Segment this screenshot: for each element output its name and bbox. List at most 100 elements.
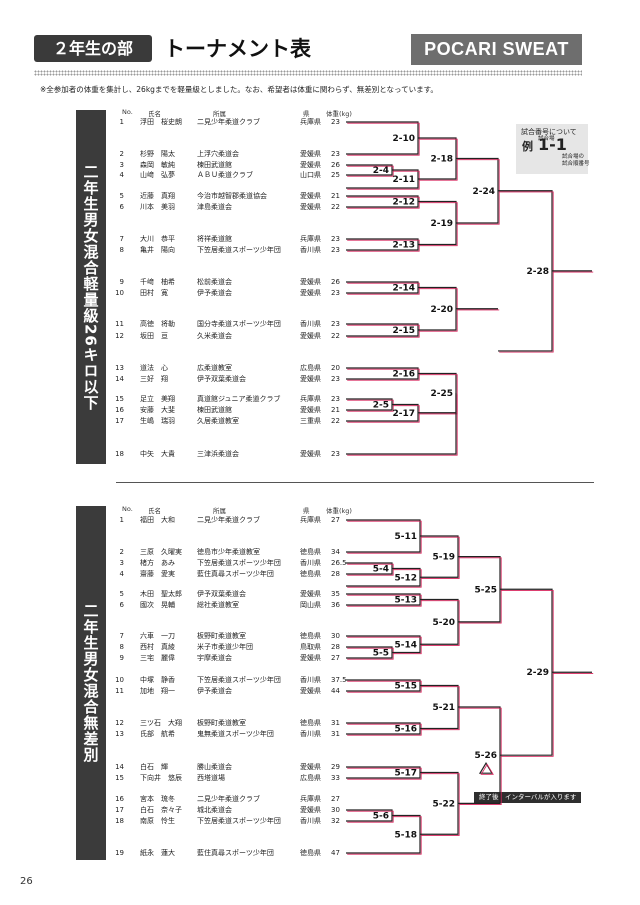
entry-no: 5 [119, 590, 124, 598]
legend-example-number: 1-1 [538, 135, 567, 154]
entry-weight: 21 [331, 406, 340, 414]
entry-pref: 広島県 [300, 774, 321, 782]
match-number: 5-20 [432, 618, 455, 628]
entry-weight: 27 [331, 795, 340, 803]
entry-weight: 20 [331, 364, 340, 372]
entry-name: 森岡 敏純 [140, 161, 175, 169]
entry-no: 14 [115, 763, 124, 771]
dotted-divider [34, 70, 582, 76]
entry-no: 15 [115, 774, 124, 782]
legend-example-label: 例 [522, 140, 533, 153]
bracket-title-open: 二年生男女混合無差別 [76, 506, 106, 860]
entry-no: 17 [115, 417, 124, 425]
entry-no: 17 [115, 806, 124, 814]
entry-name: 田村 寛 [140, 289, 168, 297]
entry-weight: 23 [331, 450, 340, 458]
entry-pref: 愛媛県 [300, 203, 321, 211]
interval-callout: 終了後 インターバルが入ります [474, 792, 582, 803]
entry-name: 近藤 真翔 [140, 192, 175, 200]
match-number: 2-29 [526, 668, 549, 678]
entry-no: 7 [119, 235, 124, 243]
entry-pref: 愛媛県 [300, 150, 321, 158]
entry-name: 坂田 亘 [140, 332, 168, 340]
entry-pref: 徳島県 [300, 719, 321, 727]
entry-no: 1 [119, 516, 124, 524]
entry-pref: 愛媛県 [300, 763, 321, 771]
entry-no: 6 [119, 203, 124, 211]
bracket-line-highlight [347, 394, 458, 456]
entry-name: 大川 恭平 [140, 235, 175, 243]
entry-pref: 香川県 [300, 320, 321, 328]
entry-pref: 兵庫県 [300, 795, 321, 803]
match-number: 5-25 [474, 585, 497, 595]
match-number: 2-12 [392, 198, 415, 208]
entry-weight: 22 [331, 203, 340, 211]
weight-note: ※全参加者の体重を集計し、26kgまでを軽量級としました。なお、希望者は体重に関… [40, 85, 438, 94]
entry-club: 伊予双葉柔道会 [197, 590, 246, 598]
entry-name: 紙永 蓮大 [140, 849, 175, 857]
entry-name: 三好 翔 [140, 375, 168, 383]
entry-weight: 30 [331, 632, 340, 640]
entry-club: 楝田武道館 [197, 406, 232, 414]
entry-pref: 徳島県 [300, 548, 321, 556]
entry-pref: 愛媛県 [300, 806, 321, 814]
bracket-title-lightweight: 二年生男女混合軽量級26キロ以下 [76, 110, 106, 464]
entry-weight: 35 [331, 590, 340, 598]
entry-club: 津島柔道会 [197, 203, 232, 211]
entry-no: 16 [115, 406, 124, 414]
entry-weight: 23 [331, 246, 340, 254]
entry-no: 15 [115, 395, 124, 403]
entry-no: 16 [115, 795, 124, 803]
entry-club: 藍住真尋スポーツ少年団 [197, 849, 274, 857]
entry-no: 3 [119, 161, 124, 169]
entry-club: 宇摩柔道会 [197, 654, 232, 662]
match-number: 2-18 [430, 155, 453, 165]
column-header-club: 所属 [213, 507, 226, 515]
entry-weight: 22 [331, 417, 340, 425]
match-number: 5-14 [394, 640, 417, 650]
match-number: 2-10 [392, 134, 415, 144]
match-number: 2-5 [373, 401, 389, 411]
match-number: 5-6 [373, 812, 389, 822]
entry-no: 11 [115, 320, 124, 328]
entry-no: 10 [115, 289, 124, 297]
entry-weight: 27 [331, 516, 340, 524]
entry-weight: 37.5 [331, 676, 347, 684]
entry-pref: 鳥取県 [300, 643, 321, 651]
entry-name: 木田 聖太郎 [140, 590, 182, 598]
entry-no: 4 [119, 570, 124, 578]
entry-name: 下向井 悠辰 [140, 774, 182, 782]
column-header-no: No. [122, 505, 133, 513]
legend-title: 試合番号について [521, 128, 577, 136]
entry-club: 下笠居柔道スポーツ少年団 [197, 817, 281, 825]
entry-pref: 香川県 [300, 246, 321, 254]
entry-club: 総社柔道教室 [197, 601, 239, 609]
entry-name: 中塚 静香 [140, 676, 175, 684]
match-number: 2-25 [430, 389, 453, 399]
entry-pref: 愛媛県 [300, 590, 321, 598]
entry-pref: 香川県 [300, 730, 321, 738]
entry-weight: 31 [331, 719, 340, 727]
entry-name: 齋藤 愛実 [140, 570, 175, 578]
entry-name: 三原 久曜実 [140, 548, 182, 556]
column-header-weight: 体重(kg) [326, 110, 352, 118]
entry-no: 18 [115, 817, 124, 825]
entry-club: 米子市柔道少年団 [197, 643, 253, 651]
entry-club: 久米柔道会 [197, 332, 232, 340]
entry-pref: 三重県 [300, 417, 321, 425]
entry-weight: 33 [331, 774, 340, 782]
entry-club: 二見少年柔道クラブ [197, 118, 260, 126]
match-number: 2-20 [430, 305, 453, 315]
entry-name: 中矢 大貴 [140, 450, 175, 458]
entry-name: 高徳 将勒 [140, 320, 175, 328]
match-number-legend: 試合番号について 例 1-1 試合場 試合場の 試合順番号 [516, 124, 590, 174]
column-header-no: No. [122, 108, 133, 116]
column-header-club: 所属 [213, 110, 226, 118]
entry-no: 12 [115, 719, 124, 727]
entry-pref: 山口県 [300, 171, 321, 179]
entry-club: 真道館ジュニア柔道クラブ [197, 395, 281, 403]
entry-club: 松前柔道会 [197, 278, 232, 286]
entry-name: 國次 晃輔 [140, 601, 175, 609]
entry-no: 13 [115, 730, 124, 738]
entry-weight: 23 [331, 289, 340, 297]
